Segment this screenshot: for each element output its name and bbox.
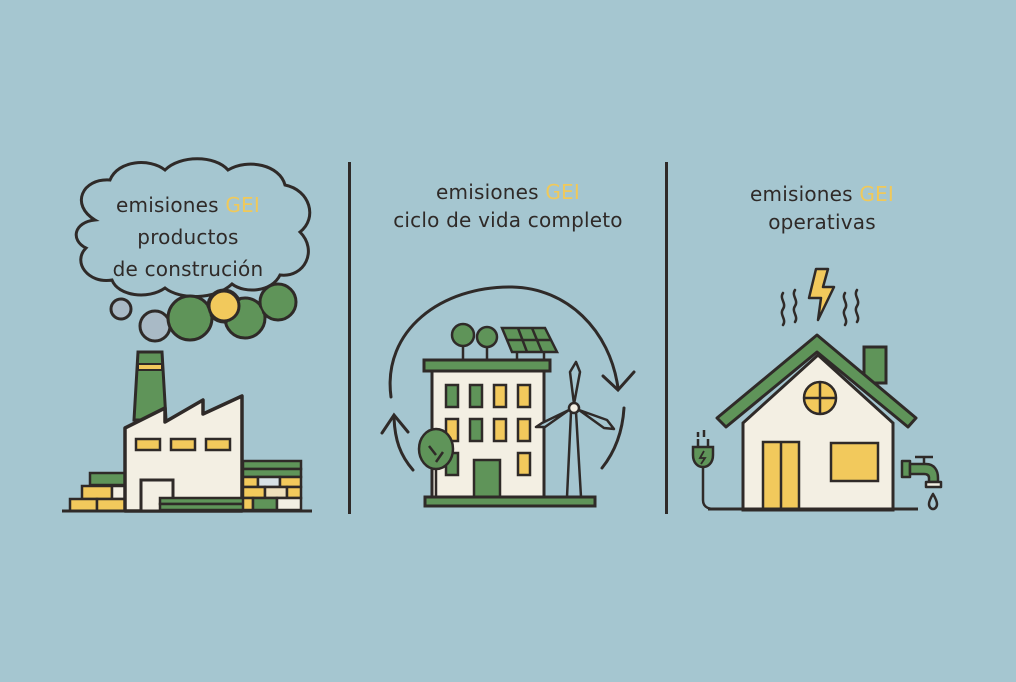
building-windows [444, 383, 532, 477]
solar-panel-icon [500, 326, 560, 360]
thought-cloud-icon [74, 157, 312, 299]
ground-slab [423, 495, 597, 508]
smoke-gray-icon [138, 309, 172, 343]
divider-left [348, 162, 351, 514]
gei-highlight: GEI [545, 180, 580, 204]
thought-bubble-small-icon [109, 297, 133, 321]
brick-stack-right-icon [241, 459, 303, 512]
water-faucet-icon [900, 455, 943, 511]
panel-label: emisiones GEI ciclo de vida completo [393, 180, 623, 232]
roof-slab [422, 358, 552, 373]
factory-illustration [62, 157, 312, 513]
house-door-icon [761, 440, 801, 511]
tree-icon [417, 427, 455, 497]
house-window-icon [829, 441, 880, 483]
house-illustration [691, 267, 943, 512]
panel-construction-products: emisiones GEI productos de construción [0, 0, 340, 682]
house-roof-icon [715, 333, 918, 429]
gei-highlight: GEI [859, 182, 894, 206]
divider-right [665, 162, 668, 514]
brick-stack-left-icon [68, 471, 129, 513]
round-window-icon [802, 380, 838, 416]
heat-waves-icon [780, 288, 860, 327]
panel-label: emisiones GEI operativas [750, 182, 894, 234]
panel-full-lifecycle: emisiones GEI ciclo de vida completo [352, 0, 664, 682]
power-plug-icon [691, 430, 743, 511]
building-door-icon [472, 458, 502, 500]
lightning-bolt-icon [807, 267, 836, 322]
factory-windows [134, 437, 232, 452]
gei-highlight: GEI [225, 193, 260, 217]
wind-turbine-icon [534, 360, 616, 499]
panel-label: emisiones GEI productos de construción [112, 193, 264, 281]
lifecycle-illustration [380, 285, 636, 508]
rooftop-trees-icon [450, 322, 499, 360]
panel-operational: emisiones GEI operativas [668, 0, 1016, 682]
cycle-arrows-icon [380, 285, 636, 472]
